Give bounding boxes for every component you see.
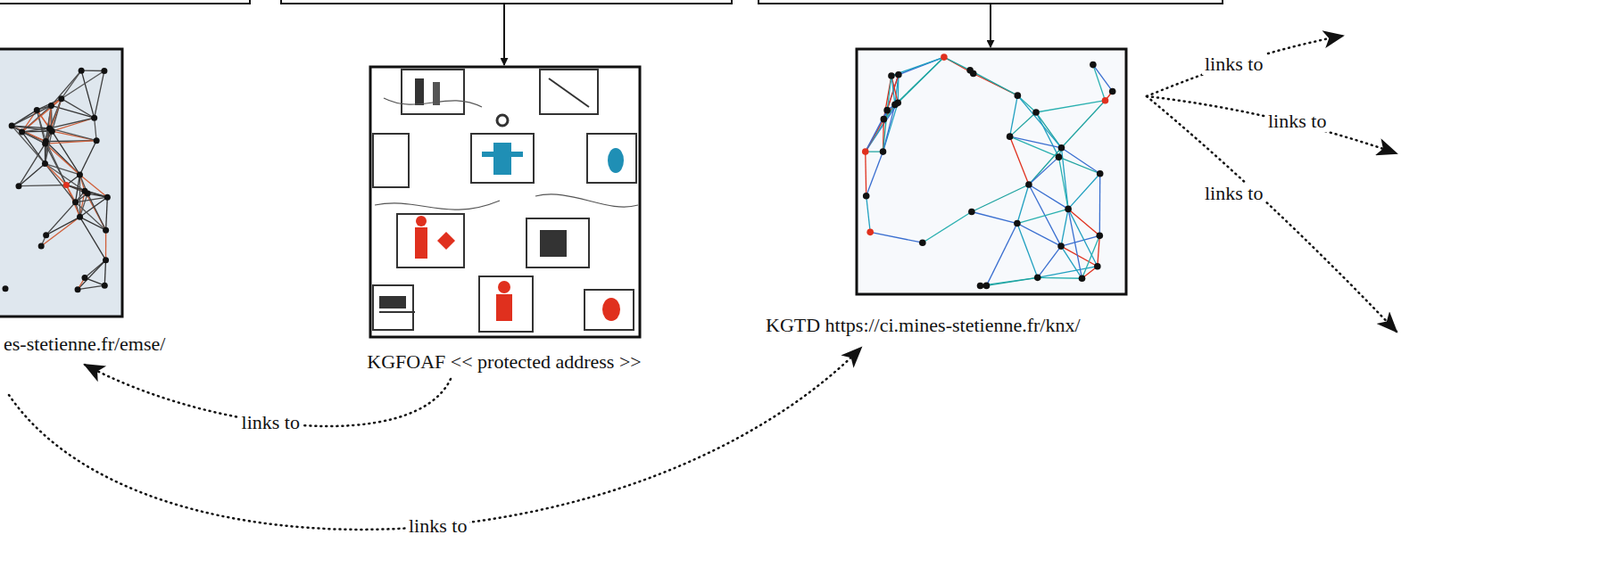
network-image xyxy=(856,49,1127,295)
link-label: links to xyxy=(1202,182,1266,205)
edge-label: links to xyxy=(239,412,303,434)
graph-caption: KGFOAF << protected address >> xyxy=(366,350,641,374)
image-node: es-stetienne.fr/emse/ xyxy=(0,49,234,360)
link-label: links to xyxy=(1265,110,1329,133)
cut-box xyxy=(281,0,732,4)
cut-box xyxy=(758,0,1223,4)
dotted-arrow xyxy=(1146,96,1397,154)
network-image xyxy=(0,49,123,317)
graph-caption: es-stetienne.fr/emse/ xyxy=(3,332,166,357)
image-node: KGFOAF << protected address >> xyxy=(294,66,714,378)
graph-caption: KGTD https://ci.mines-stetienne.fr/knx/ xyxy=(765,314,1081,338)
dotted-arrow xyxy=(1146,35,1344,97)
down-arrow xyxy=(503,4,506,66)
edge-label: links to xyxy=(406,515,470,538)
link-label: links to xyxy=(1202,53,1266,75)
cut-box xyxy=(0,0,250,4)
image-node: KGTD https://ci.mines-stetienne.fr/knx/ xyxy=(758,49,1196,341)
down-arrow xyxy=(989,4,992,48)
foaf-icon-image xyxy=(370,66,640,338)
dotted-arrow xyxy=(1146,96,1397,332)
links-to-arrow xyxy=(8,348,862,531)
